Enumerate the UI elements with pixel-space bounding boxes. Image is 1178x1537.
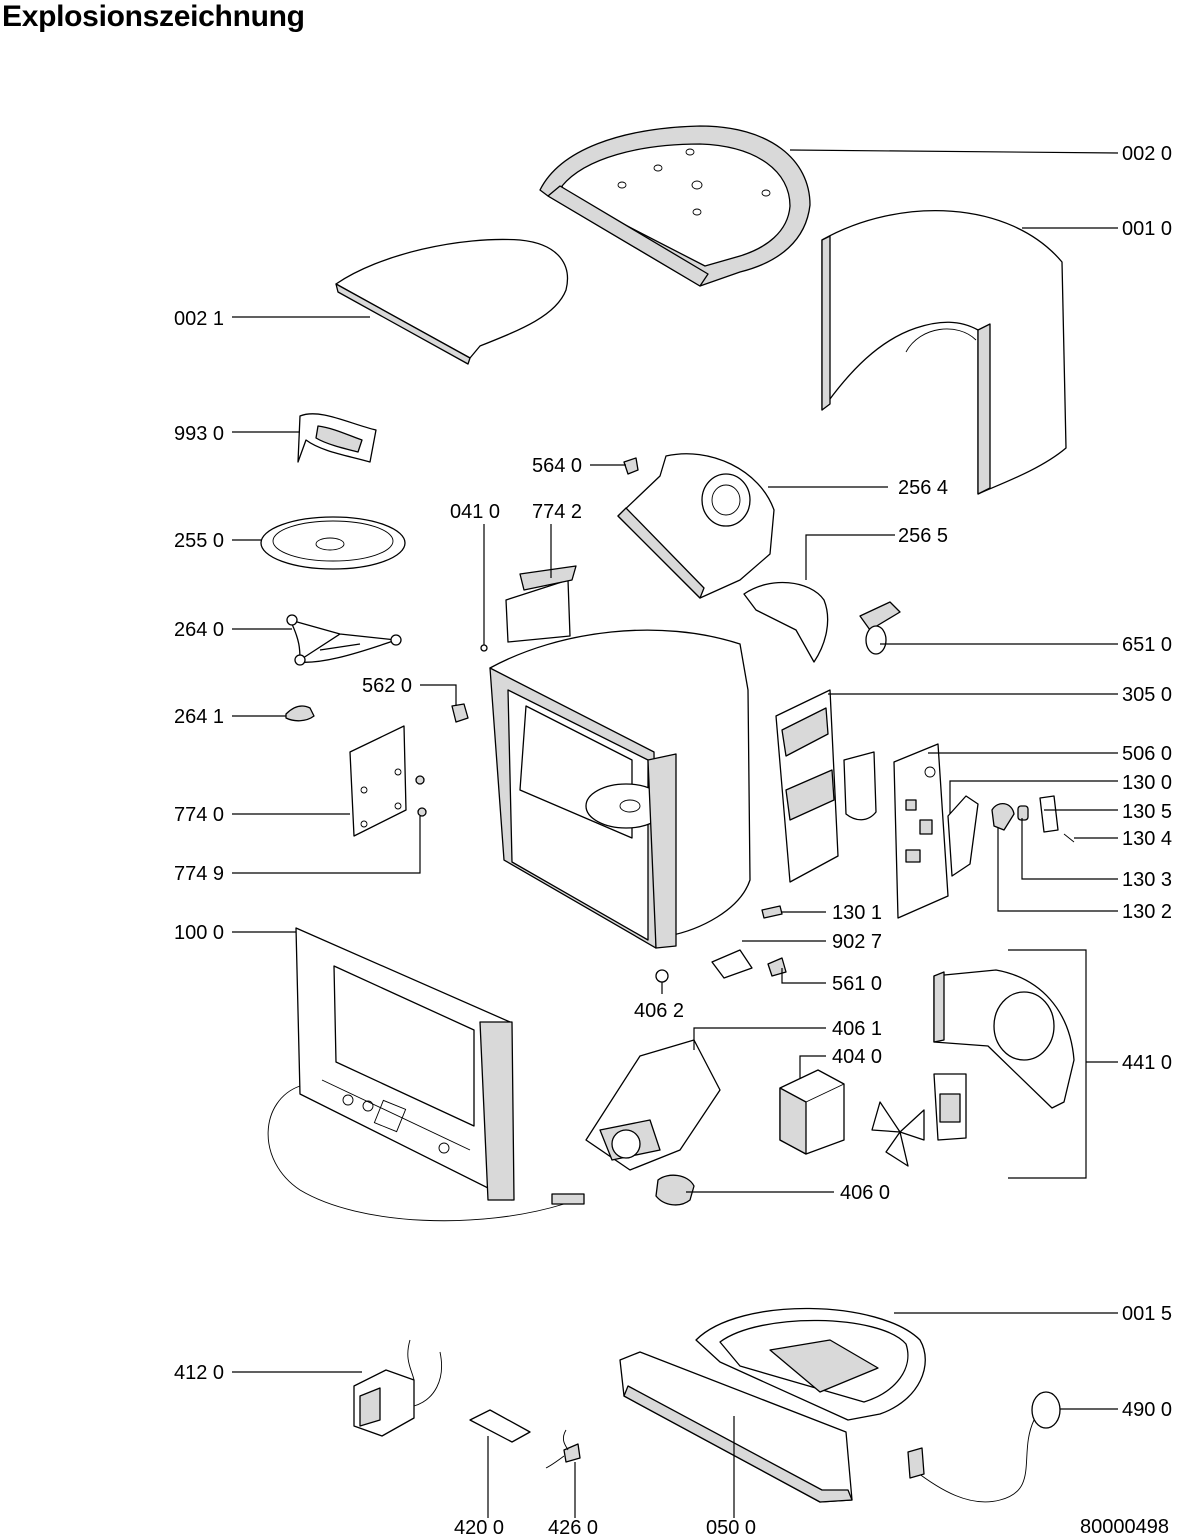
part-774-2-shield xyxy=(480,565,577,652)
label-002-1: 002 1 xyxy=(174,308,224,330)
label-774-0: 774 0 xyxy=(174,804,224,826)
label-256-5: 256 5 xyxy=(898,525,948,547)
label-902-7: 902 7 xyxy=(832,931,882,953)
part-774-0-cover-plate xyxy=(349,725,427,837)
part-561-0-clip xyxy=(767,957,787,977)
label-426-0: 426 0 xyxy=(548,1517,598,1537)
label-406-0: 406 0 xyxy=(840,1182,890,1204)
part-420-0-diode xyxy=(469,1409,531,1443)
part-305-0-interlock-bracket xyxy=(775,689,877,883)
label-255-0: 255 0 xyxy=(174,530,224,552)
part-001-0-outer-casing xyxy=(821,210,1067,495)
part-441-0-fan-housing xyxy=(933,969,1075,1109)
part-cavity xyxy=(489,629,751,949)
part-fan-motor xyxy=(933,1073,967,1141)
part-264-1-coupler xyxy=(285,705,315,722)
label-001-5: 001 5 xyxy=(1122,1303,1172,1325)
part-256-5-mica-plate xyxy=(743,581,829,663)
label-264-0: 264 0 xyxy=(174,619,224,641)
label-130-4: 130 4 xyxy=(1122,828,1172,850)
label-490-0: 490 0 xyxy=(1122,1399,1172,1421)
label-561-0: 561 0 xyxy=(832,973,882,995)
document-number: 80000498 xyxy=(1080,1516,1169,1537)
label-406-2: 406 2 xyxy=(634,1000,684,1022)
label-050-0: 050 0 xyxy=(706,1517,756,1537)
label-774-9: 774 9 xyxy=(174,863,224,885)
part-264-0-roller-ring xyxy=(286,614,402,666)
page-title: Explosionszeichnung xyxy=(2,0,305,33)
label-406-1: 406 1 xyxy=(832,1018,882,1040)
part-002-1-inner-plate xyxy=(335,238,569,365)
label-993-0: 993 0 xyxy=(174,423,224,445)
part-651-0-lamp xyxy=(859,601,901,655)
part-902-7-bracket xyxy=(711,949,753,979)
part-256-4-waveguide-cover xyxy=(617,453,775,599)
part-564-0-clip xyxy=(623,457,639,475)
label-651-0: 651 0 xyxy=(1122,634,1172,656)
label-130-1: 130 1 xyxy=(832,902,882,924)
label-420-0: 420 0 xyxy=(454,1517,504,1537)
part-406-0-stirrer-motor xyxy=(655,1174,695,1206)
label-001-0: 001 0 xyxy=(1122,218,1172,240)
label-506-0: 506 0 xyxy=(1122,743,1172,765)
part-506-0-control-board xyxy=(893,743,949,919)
label-562-0: 562 0 xyxy=(362,675,412,697)
label-564-0: 564 0 xyxy=(532,455,582,477)
part-993-0-bracket xyxy=(297,413,377,463)
label-130-0: 130 0 xyxy=(1122,772,1172,794)
part-100-0-door-panel xyxy=(267,927,585,1222)
part-255-0-turntable-plate xyxy=(260,516,406,570)
label-412-0: 412 0 xyxy=(174,1362,224,1384)
part-002-0-top-cover xyxy=(539,125,811,287)
part-050-0-front-bar xyxy=(619,1351,853,1503)
part-130-1-fuse xyxy=(761,905,783,919)
label-404-0: 404 0 xyxy=(832,1046,882,1068)
label-774-2: 774 2 xyxy=(532,501,582,523)
part-562-0-clip xyxy=(451,703,469,723)
part-406-1-magnetron xyxy=(585,1039,721,1171)
label-130-5: 130 5 xyxy=(1122,801,1172,823)
part-001-5-base-tray xyxy=(695,1307,926,1421)
label-130-3: 130 3 xyxy=(1122,869,1172,891)
label-100-0: 100 0 xyxy=(174,922,224,944)
part-426-0-sensor xyxy=(545,1429,581,1469)
part-labels: 002 0 001 0 002 1 993 0 564 0 256 4 041 … xyxy=(174,143,1172,1537)
label-130-2: 130 2 xyxy=(1122,901,1172,923)
part-490-0-power-cord xyxy=(907,1391,1061,1503)
label-305-0: 305 0 xyxy=(1122,684,1172,706)
label-441-0: 441 0 xyxy=(1122,1052,1172,1074)
part-406-2-grommet xyxy=(655,969,669,983)
part-fan-blade xyxy=(871,1101,925,1167)
label-264-1: 264 1 xyxy=(174,706,224,728)
label-256-4: 256 4 xyxy=(898,477,948,499)
part-130-0-switch-group xyxy=(947,795,1075,877)
label-002-0: 002 0 xyxy=(1122,143,1172,165)
part-412-0-capacitor xyxy=(353,1339,442,1437)
part-404-0-transformer xyxy=(779,1069,845,1155)
leader-lines xyxy=(232,149,1119,1518)
label-041-0: 041 0 xyxy=(450,501,500,523)
